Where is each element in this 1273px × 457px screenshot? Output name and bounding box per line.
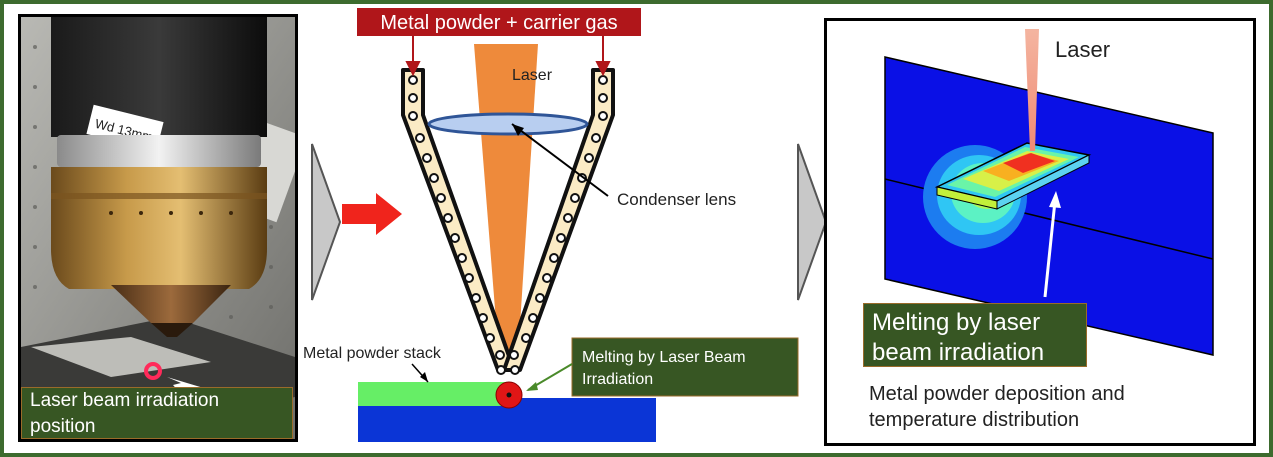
simulation-panel: Laser Melting by laser beam irradiation … — [824, 18, 1256, 446]
photo-panel: Wd 13mm Laser beam irradiation position — [18, 14, 298, 442]
white-pointer-icon — [1049, 191, 1061, 208]
nozzle-diagram: Metal powder + carrier gas Laser Condens… — [303, 8, 799, 442]
powder-particles — [408, 75, 608, 375]
powder-stack — [358, 382, 508, 406]
condenser-lens — [427, 112, 589, 136]
sim-melt-label-text: Melting by laser beam irradiation — [872, 309, 1045, 366]
temperature-simulation: Laser — [884, 29, 1214, 356]
stack-label: Metal powder stack — [303, 345, 442, 362]
laser-head-photo: Wd 13mm — [21, 17, 295, 439]
laser-label: Laser — [512, 67, 553, 84]
laser-spot — [144, 362, 162, 380]
red-arrow-icon — [342, 193, 402, 235]
melt-label-line2: Irradiation — [582, 371, 653, 388]
melt-label-line1: Melting by Laser Beam — [582, 349, 746, 366]
carrier-gas-arrows — [405, 36, 611, 77]
header-text: Metal powder + carrier gas — [380, 12, 617, 34]
photo-caption: Laser beam irradiation position — [21, 387, 293, 439]
separator-arrow-right-icon — [797, 143, 828, 301]
sim-caption: Metal powder deposition and temperature … — [869, 383, 1125, 431]
sim-melt-label: Melting by laser beam irradiation — [863, 303, 1087, 367]
header-banner — [357, 8, 641, 36]
separator-arrow-left-icon — [311, 143, 342, 301]
condenser-lens-label: Condenser lens — [617, 190, 736, 209]
melt-label-box — [571, 337, 799, 397]
sim-laser-label: Laser — [1055, 37, 1110, 62]
